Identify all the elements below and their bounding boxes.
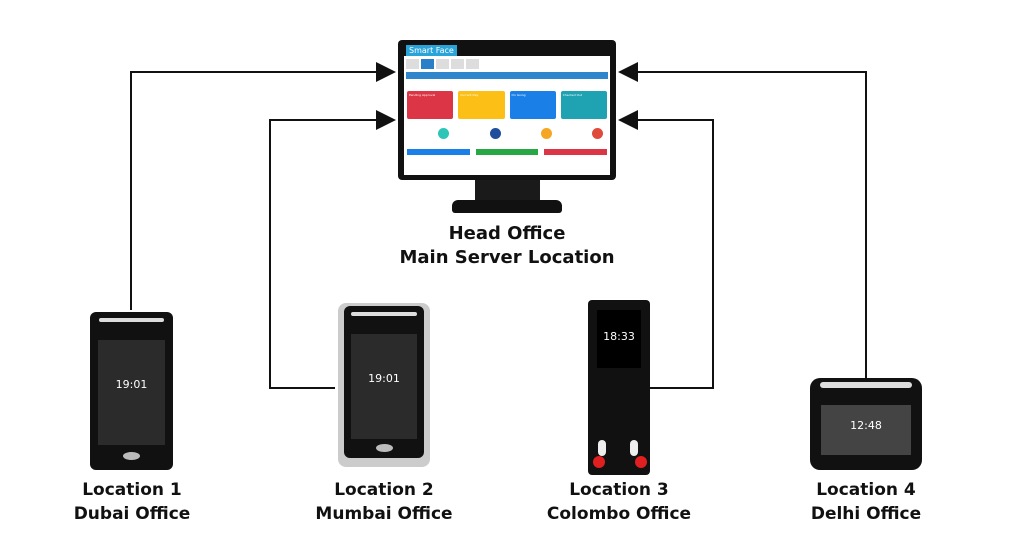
- arrow-location-2: [269, 110, 396, 389]
- device-time: 18:33: [603, 330, 635, 343]
- monitor-neck: [475, 180, 540, 202]
- card-current: Current Day: [458, 91, 505, 119]
- location-2-label: Location 2: [334, 480, 434, 500]
- card-pending: Pending Approval: [407, 91, 454, 119]
- location-1-label: Location 1: [82, 480, 182, 500]
- arrow-location-1: [130, 62, 396, 310]
- server-location-label: Main Server Location: [399, 247, 615, 268]
- card-ongoing: On Going: [509, 91, 556, 119]
- location-4-label: Location 4: [816, 480, 916, 500]
- location-4-office: Delhi Office: [810, 504, 922, 524]
- device-delhi: 12:48: [810, 378, 922, 470]
- location-3-label: Location 3: [569, 480, 669, 500]
- device-dubai: 19:01: [90, 312, 173, 470]
- arrow-location-3: [618, 110, 714, 389]
- server-monitor: Smart Face Pending Approval Current Day …: [398, 40, 616, 180]
- dashboard-screen: Smart Face Pending Approval Current Day …: [404, 45, 610, 175]
- device-mumbai: 19:01: [338, 303, 430, 467]
- card-checked-out: Checked Out: [560, 91, 607, 119]
- location-2-office: Mumbai Office: [315, 504, 453, 524]
- head-office-label: Head Office: [448, 223, 566, 244]
- device-time: 19:01: [368, 372, 400, 385]
- location-3-office: Colombo Office: [546, 504, 692, 524]
- device-colombo: 18:33: [588, 300, 650, 475]
- device-time: 19:01: [115, 378, 148, 391]
- monitor-base: [452, 200, 562, 213]
- location-1-office: Dubai Office: [73, 504, 191, 524]
- device-time: 12:48: [850, 419, 882, 432]
- arrow-location-4: [618, 62, 867, 378]
- app-brand: Smart Face: [406, 45, 457, 56]
